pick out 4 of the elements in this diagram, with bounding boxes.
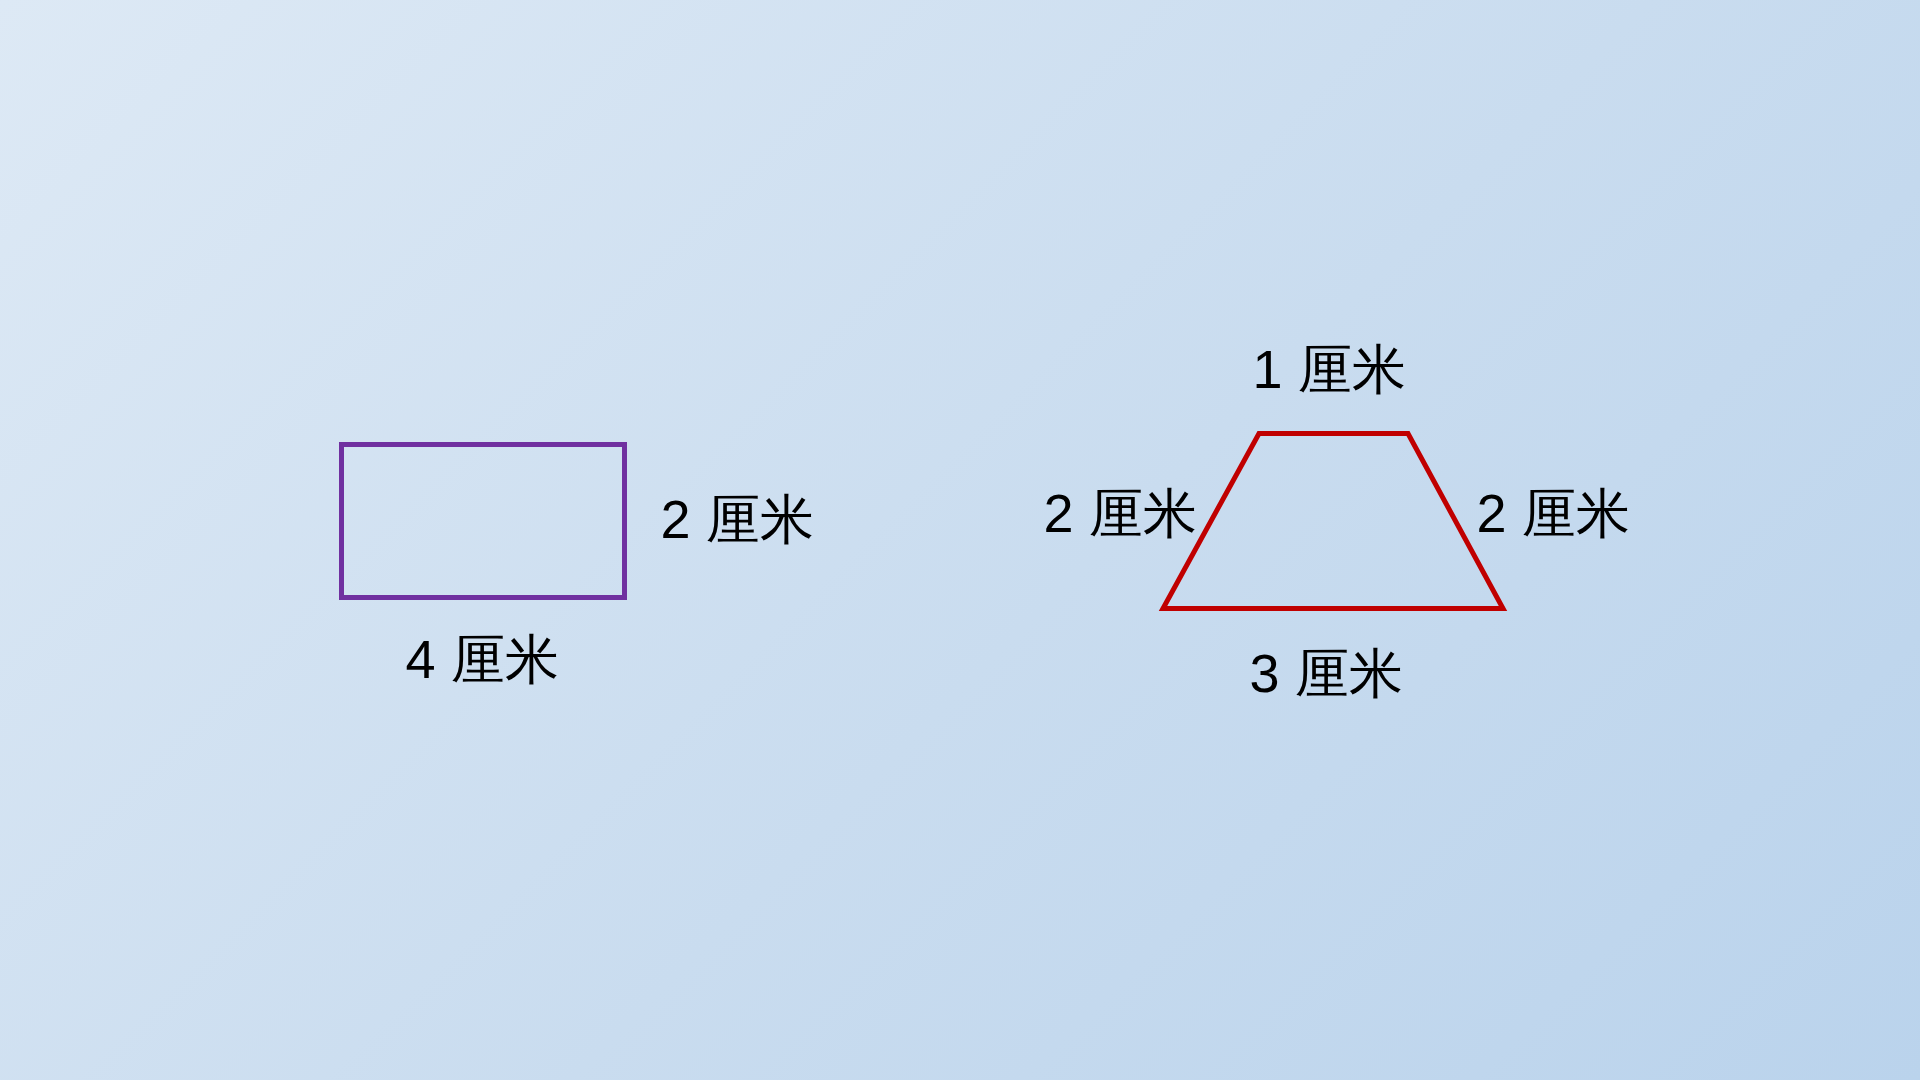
dimension-label: 2 厘米 [660, 492, 814, 546]
dimension-label: 2 厘米 [1476, 486, 1630, 540]
dimension-label: 2 厘米 [1043, 486, 1197, 540]
dimension-label: 1 厘米 [1252, 342, 1406, 396]
